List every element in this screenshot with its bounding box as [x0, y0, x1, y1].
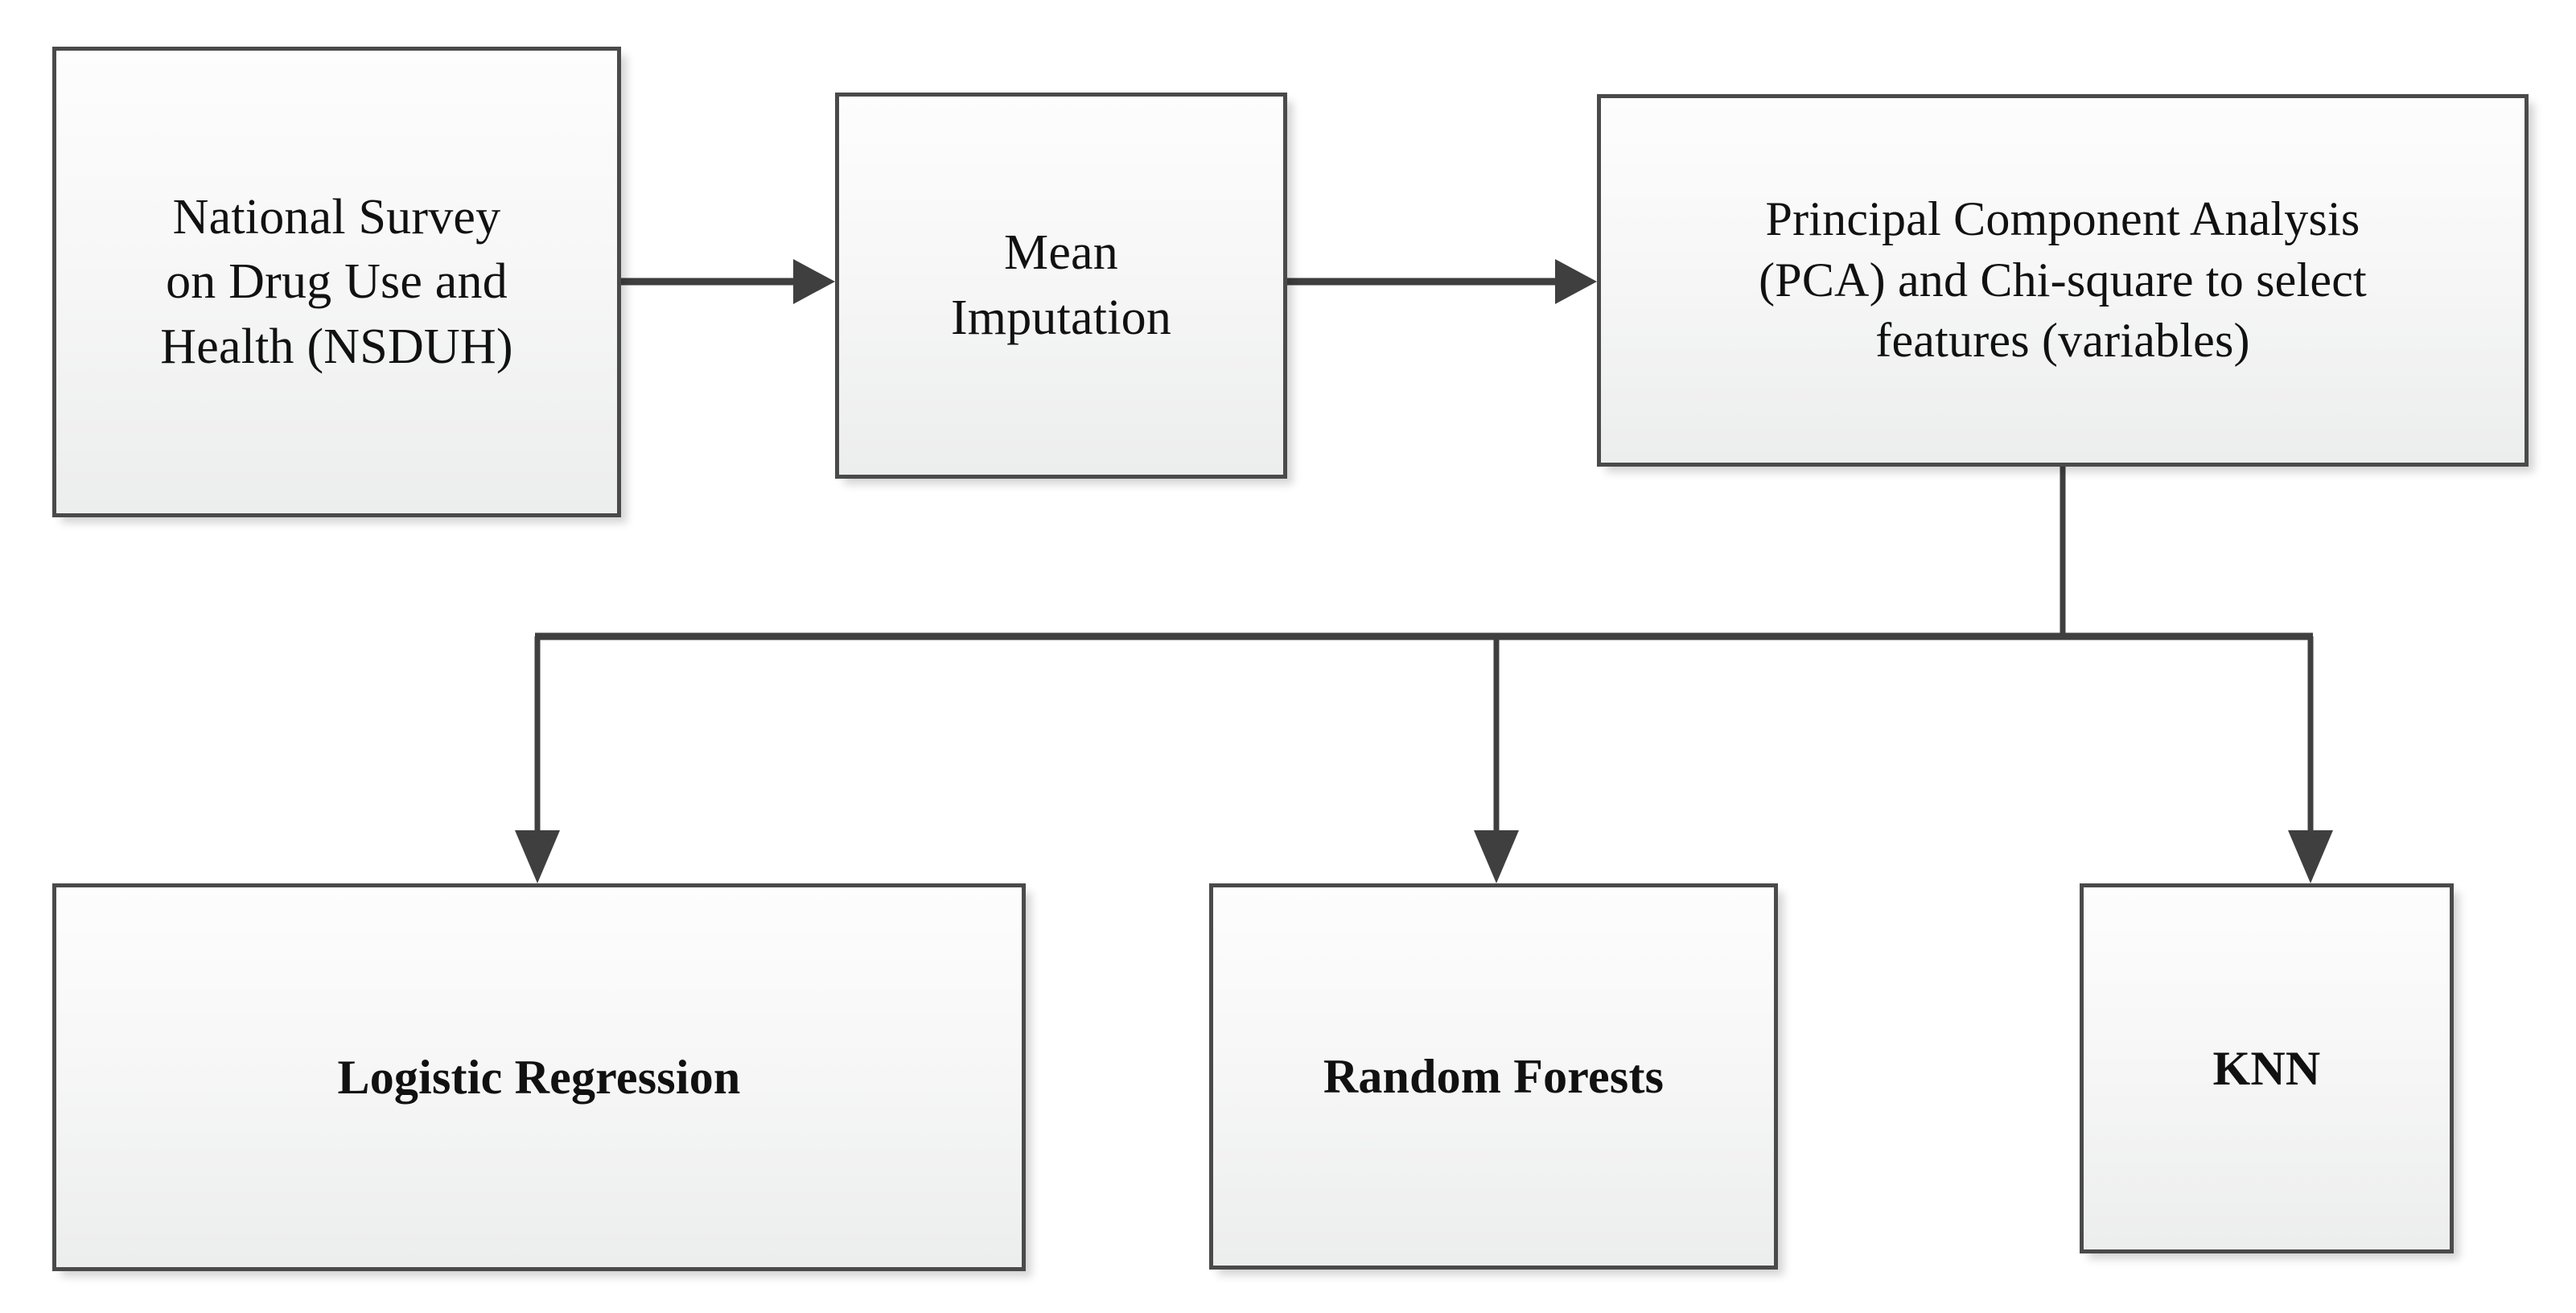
node-mean-imputation-label: Mean Imputation — [950, 225, 1172, 345]
node-logistic-regression-label: Logistic Regression — [337, 1051, 741, 1104]
node-random-forests-label: Random Forests — [1323, 1050, 1665, 1103]
node-feature-selection[interactable]: Principal Component Analysis (PCA) and C… — [1597, 94, 2529, 467]
node-logistic-regression[interactable]: Logistic Regression — [52, 883, 1026, 1271]
node-mean-imputation[interactable]: Mean Imputation — [835, 93, 1287, 479]
node-data-source-label: National Survey on Drug Use and Health (… — [160, 189, 513, 374]
connector-source-to-impute — [621, 259, 835, 304]
node-knn[interactable]: KNN — [2080, 883, 2454, 1253]
connector-feature-branch-tree — [515, 467, 2333, 883]
connector-impute-to-feature — [1287, 259, 1597, 304]
node-random-forests[interactable]: Random Forests — [1209, 883, 1778, 1270]
node-data-source[interactable]: National Survey on Drug Use and Health (… — [52, 47, 621, 517]
node-feature-selection-label: Principal Component Analysis (PCA) and C… — [1759, 192, 2367, 368]
node-knn-label: KNN — [2212, 1042, 2321, 1095]
